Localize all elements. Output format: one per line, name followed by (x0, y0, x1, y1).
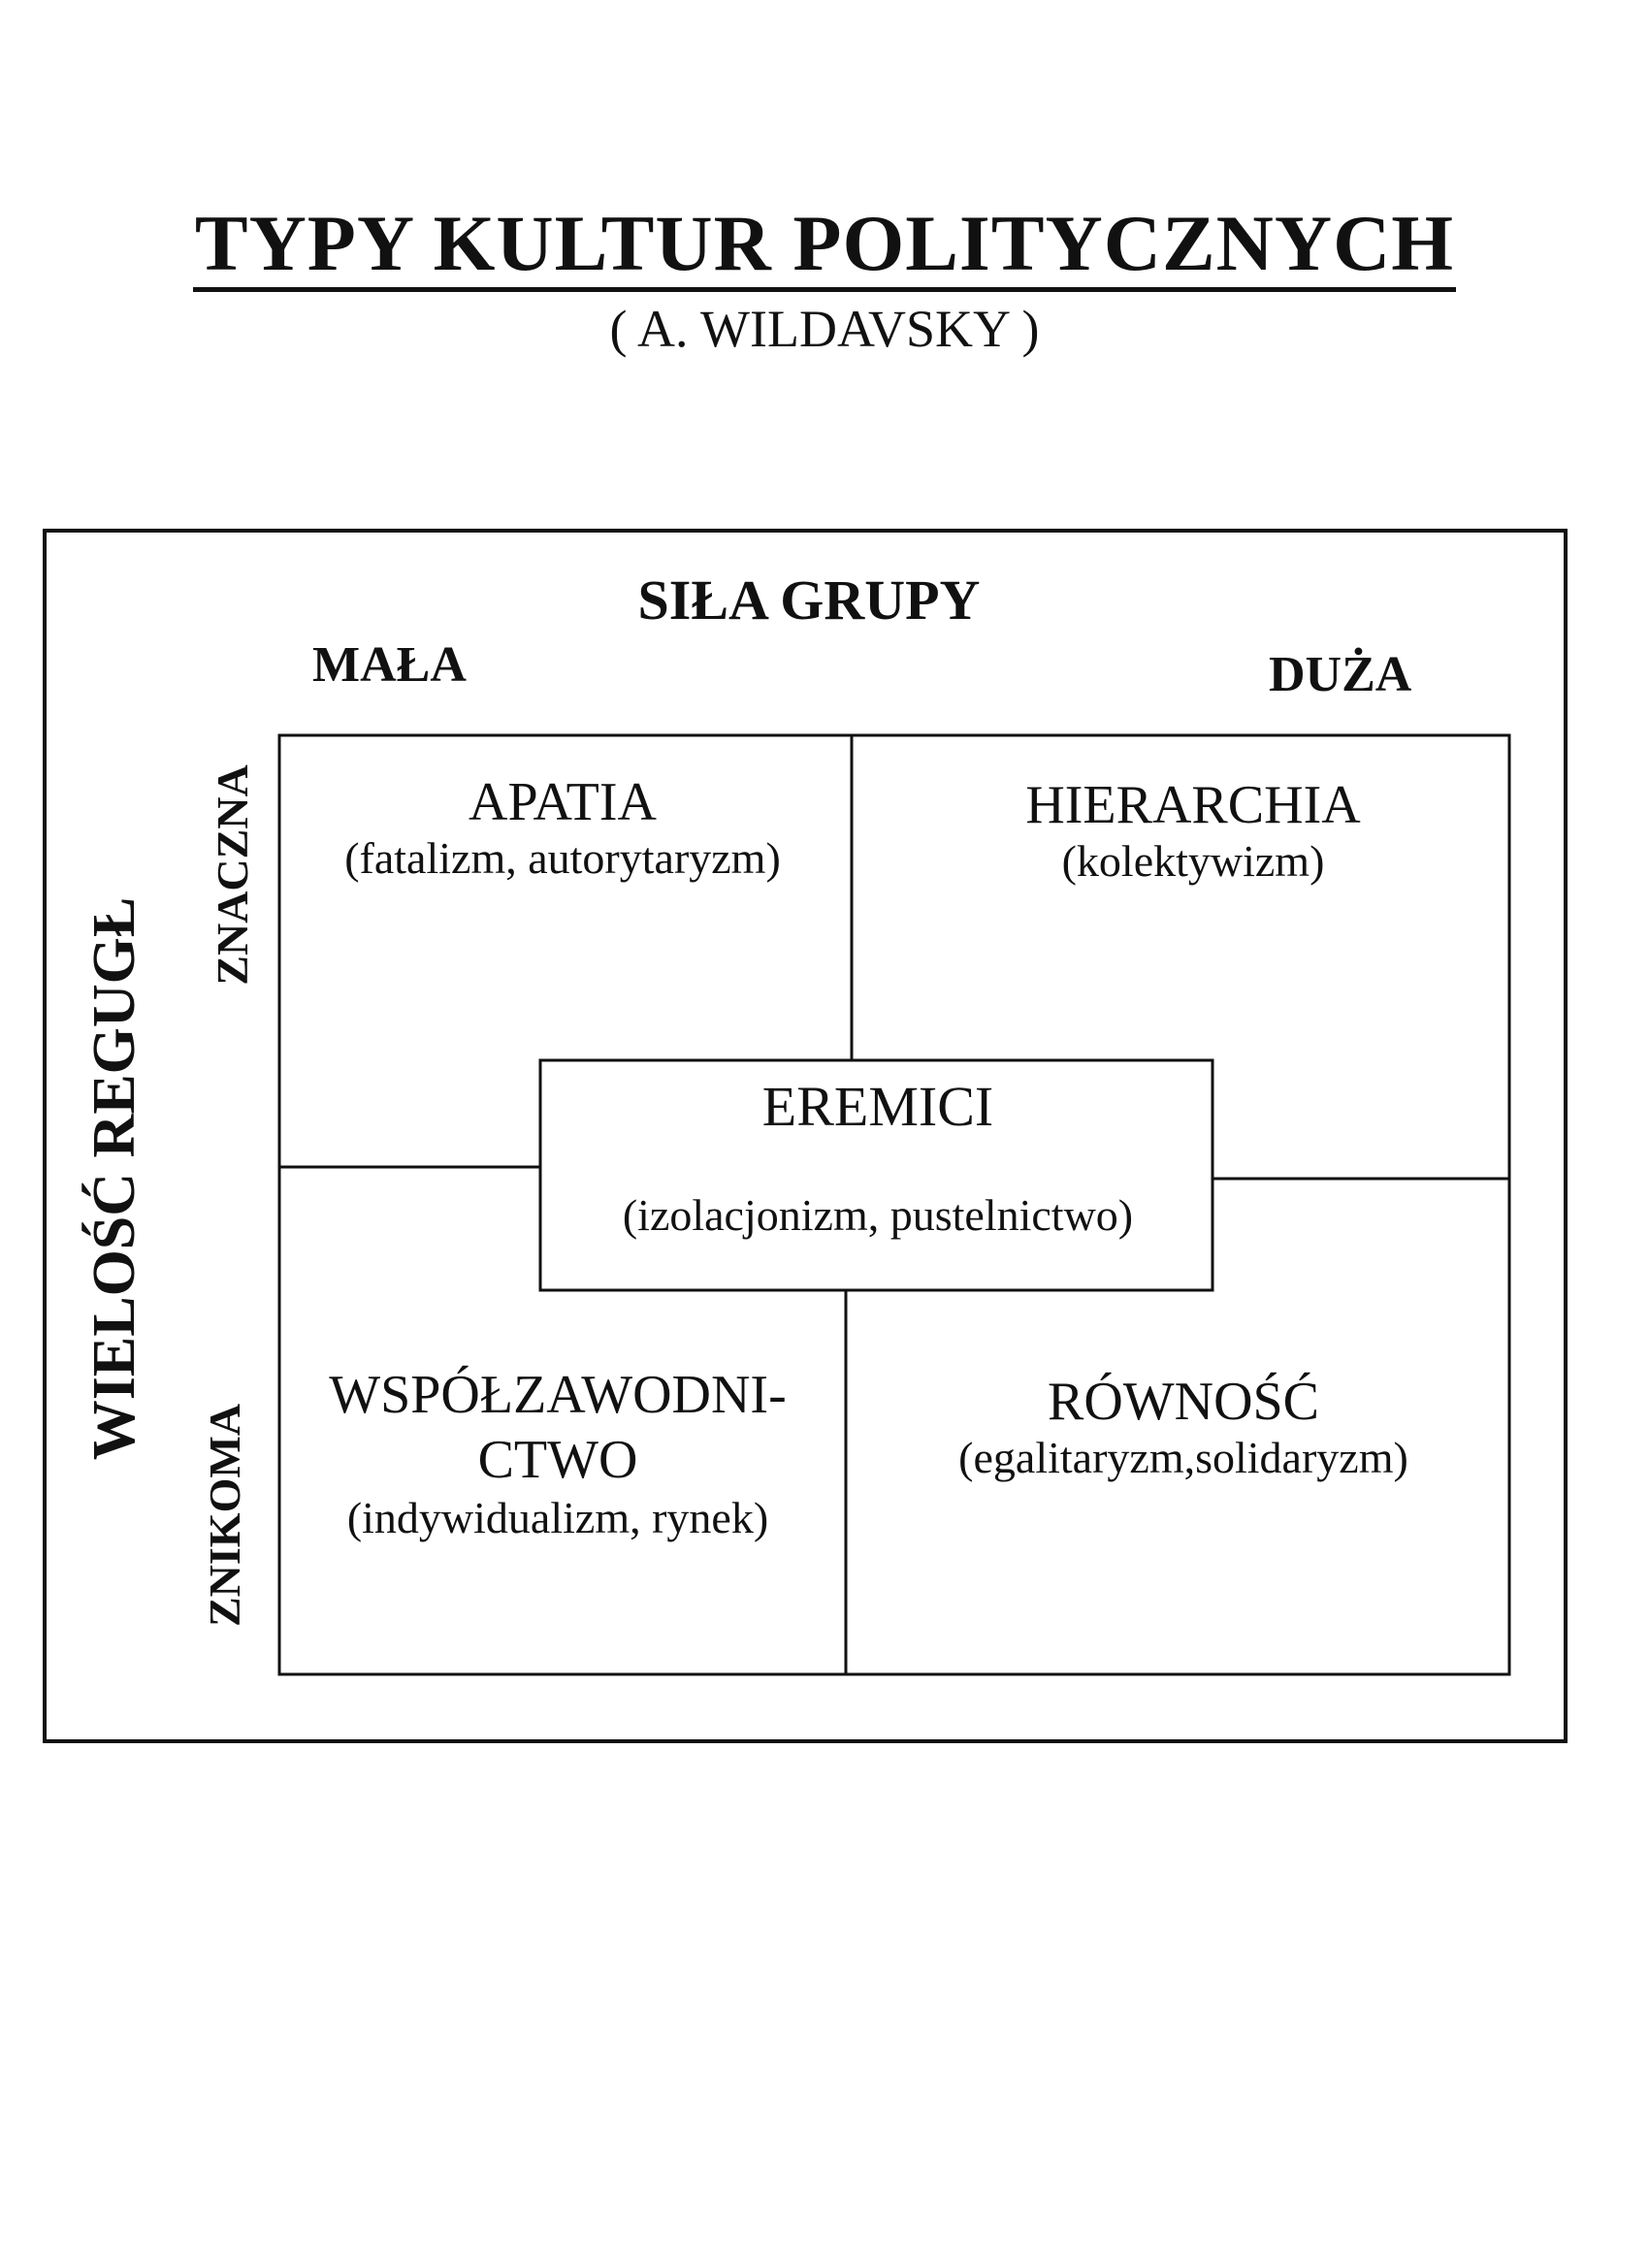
cell-wspolzawodnictwo-name-line2: CTWO (477, 1430, 638, 1491)
cell-wspolzawodnictwo: WSPÓŁZAWODNI- CTWO (indywidualizm, rynek… (281, 1363, 834, 1544)
x-axis-high-label: DUŻA (1269, 647, 1412, 702)
cell-hierarchia-desc: (kolektywizm) (1061, 836, 1325, 887)
page-title: TYPY KULTUR POLITYCZNYCH (0, 204, 1649, 292)
cell-eremici: EREMICI (izolacjonizm, pustelnictwo) (543, 1075, 1212, 1242)
cell-eremici-desc: (izolacjonizm, pustelnictwo) (622, 1189, 1134, 1240)
center-box (538, 1058, 1214, 1292)
cell-eremici-name: EREMICI (761, 1075, 994, 1138)
cell-apatia-name: APATIA (469, 772, 657, 832)
cell-wspolzawodnictwo-name-line1: WSPÓŁZAWODNI- (329, 1365, 787, 1425)
cell-wspolzawodnictwo-desc: (indywidualizm, rynek) (346, 1493, 769, 1543)
cell-rownosc-desc: (egalitaryzm,solidaryzm) (958, 1433, 1408, 1483)
cell-apatia: APATIA (fatalizm, autorytaryzm) (291, 771, 834, 885)
x-axis-title: SIŁA GRUPY (637, 568, 981, 632)
diagram-frame (43, 529, 1568, 1743)
quadrant-grid-border (277, 733, 1511, 1676)
title-text: TYPY KULTUR POLITYCZNYCH (192, 204, 1457, 292)
page-subtitle: ( A. WILDAVSKY ) (609, 300, 1040, 358)
cell-rownosc-name: RÓWNOŚĆ (1047, 1372, 1320, 1432)
cell-rownosc: RÓWNOŚĆ (egalitaryzm,solidaryzm) (883, 1371, 1484, 1484)
x-axis-low-label: MAŁA (312, 637, 467, 693)
cell-apatia-desc: (fatalizm, autorytaryzm) (344, 833, 781, 884)
cell-hierarchia: HIERARCHIA (kolektywizm) (902, 774, 1484, 888)
cell-hierarchia-name: HIERARCHIA (1025, 775, 1361, 835)
